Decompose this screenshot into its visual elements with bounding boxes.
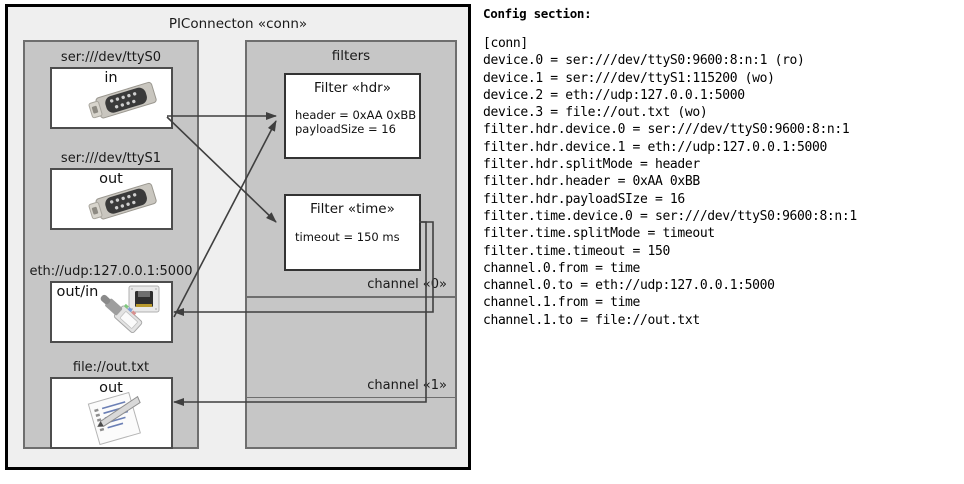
device-group-eth: eth://udp:127.0.0.1:5000 out/in (25, 264, 197, 343)
serial-port-icon (83, 175, 167, 227)
ethernet-plug-icon (91, 285, 169, 341)
config-text: [conn] device.0 = ser:///dev/ttyS0:9600:… (483, 36, 857, 328)
device-label: file://out.txt (72, 360, 150, 375)
channel-label: channel «0» (367, 277, 447, 292)
diagram-title: PIConnecton «conn» (168, 16, 308, 32)
device-box-ttyS1[interactable]: out (49, 168, 173, 230)
serial-port-icon (83, 74, 167, 126)
device-group-file: file://out.txt out (25, 360, 197, 449)
filters-title: filters (331, 48, 371, 64)
filter-box-hdr[interactable]: Filter «hdr» header = 0xAA 0xBB payloadS… (284, 73, 421, 159)
filter-title: Filter «hdr» (314, 80, 391, 96)
channel-compartment-1[interactable]: channel «1» (246, 297, 456, 398)
filters-panel: filters Filter «hdr» header = 0xAA 0xBB … (245, 40, 457, 449)
filter-property: header = 0xAA 0xBB (295, 108, 417, 122)
filter-property: payloadSize = 16 (295, 122, 396, 136)
channel-label: channel «1» (367, 378, 447, 393)
config-section: Config section: [conn] device.0 = ser://… (483, 6, 961, 329)
device-box-file[interactable]: out (49, 377, 173, 449)
channel-compartment-0[interactable]: channel «0» (246, 41, 456, 297)
device-direction: out/in (56, 284, 99, 300)
device-direction: out (99, 380, 123, 396)
device-direction: in (104, 70, 118, 86)
device-label: ser:///dev/ttyS0 (60, 50, 162, 65)
device-label: ser:///dev/ttyS1 (60, 151, 162, 166)
device-box-ttyS0[interactable]: in (49, 67, 173, 129)
device-direction: out (99, 171, 123, 187)
device-group-ttyS0: ser:///dev/ttyS0 in (25, 50, 197, 129)
device-label: eth://udp:127.0.0.1:5000 (29, 264, 193, 279)
connection-diagram: PIConnecton «conn» ser:///dev/ttyS0 in (5, 4, 471, 470)
device-box-eth[interactable]: out/in (49, 281, 173, 343)
devices-panel: ser:///dev/ttyS0 in (23, 40, 199, 449)
device-group-ttyS1: ser:///dev/ttyS1 out (25, 151, 197, 230)
config-heading: Config section: (483, 6, 592, 21)
text-document-icon (81, 389, 151, 446)
filter-title: Filter «time» (310, 201, 395, 217)
